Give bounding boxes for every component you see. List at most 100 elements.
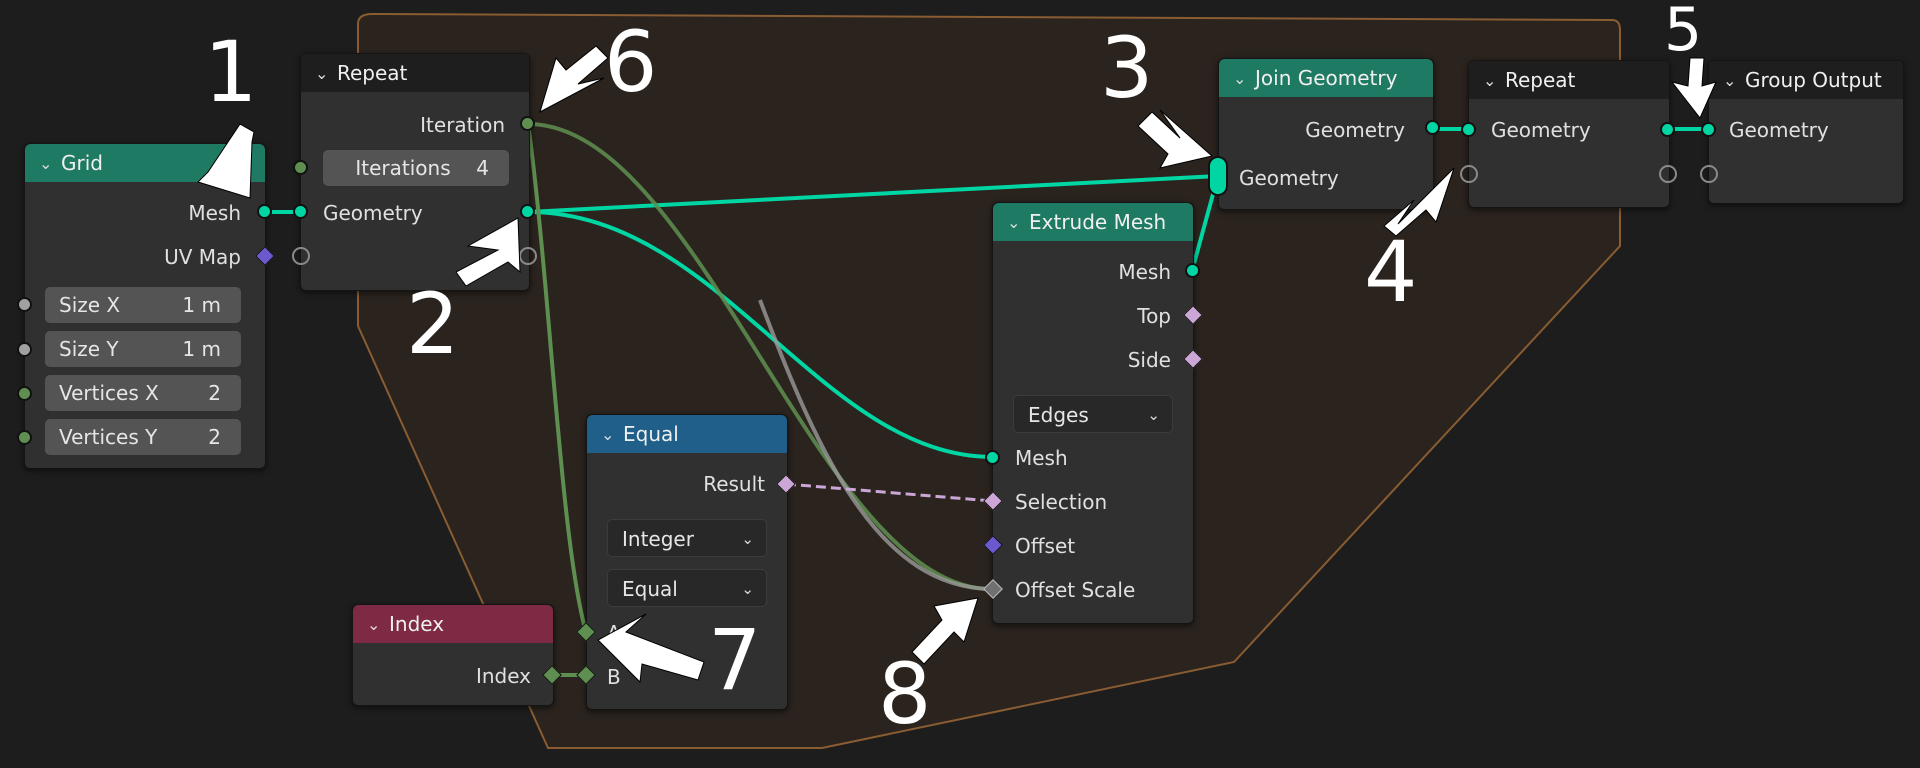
size-x-input-socket[interactable] xyxy=(17,297,32,312)
grid-mesh-output-socket[interactable] xyxy=(257,204,272,219)
chevron-down-icon[interactable]: ⌄ xyxy=(1233,68,1247,88)
link-geometry-extrude xyxy=(527,210,993,459)
size-y-input-socket[interactable] xyxy=(17,342,32,357)
repeat-input-extend-socket[interactable] xyxy=(292,247,310,265)
extrude-mode-value: Edges xyxy=(1028,403,1089,427)
group-output-geometry-input-socket[interactable] xyxy=(1701,122,1716,137)
repeat-output-geometry-label: Geometry xyxy=(1491,118,1591,142)
repeat-input-node[interactable]: ⌄ Repeat Iteration Iterations 4 Geometry xyxy=(300,53,530,291)
group-output-node[interactable]: ⌄ Group Output Geometry xyxy=(1708,60,1904,204)
extrude-mesh-node-title: Extrude Mesh xyxy=(1029,210,1167,234)
vertices-y-input-socket[interactable] xyxy=(17,430,32,445)
size-y-field[interactable]: Size Y 1 m xyxy=(45,331,241,367)
extrude-offset-scale-input-label: Offset Scale xyxy=(1015,578,1136,602)
repeat-output-geometry-output-socket[interactable] xyxy=(1660,122,1675,137)
size-x-field[interactable]: Size X 1 m xyxy=(45,287,241,323)
link-result-selection xyxy=(785,482,993,503)
annotation-1: 1 xyxy=(204,23,258,121)
extrude-side-output-label: Side xyxy=(1127,348,1171,372)
repeat-input-geometry-label: Geometry xyxy=(323,201,423,225)
join-geometry-node-title: Join Geometry xyxy=(1255,66,1398,90)
vertices-x-value: 2 xyxy=(208,381,221,405)
extrude-mode-dropdown[interactable]: Edges ⌄ xyxy=(1013,395,1173,433)
repeat-output-node[interactable]: ⌄ Repeat Geometry xyxy=(1468,60,1670,208)
repeat-output-extend-input-socket[interactable] xyxy=(1460,165,1478,183)
extrude-mesh-node-header[interactable]: ⌄ Extrude Mesh xyxy=(993,203,1193,241)
equal-result-label: Result xyxy=(703,472,765,496)
chevron-down-icon[interactable]: ⌄ xyxy=(1007,212,1021,232)
index-node-title: Index xyxy=(389,612,445,636)
annotation-5: 5 xyxy=(1664,0,1703,65)
iterations-input-socket[interactable] xyxy=(293,160,308,175)
group-output-node-header[interactable]: ⌄ Group Output xyxy=(1709,61,1903,99)
annotation-7: 7 xyxy=(708,611,762,709)
equal-node-header[interactable]: ⌄ Equal xyxy=(587,415,787,453)
chevron-down-icon[interactable]: ⌄ xyxy=(39,153,53,173)
repeat-output-node-header[interactable]: ⌄ Repeat xyxy=(1469,61,1669,99)
join-geometry-input-label: Geometry xyxy=(1239,166,1339,190)
grid-node-title: Grid xyxy=(61,151,103,175)
equal-node-title: Equal xyxy=(623,422,679,446)
join-geometry-node[interactable]: ⌄ Join Geometry Geometry Geometry xyxy=(1218,58,1434,210)
chevron-down-icon[interactable]: ⌄ xyxy=(315,63,329,83)
chevron-down-icon: ⌄ xyxy=(1147,406,1160,424)
index-output-label: Index xyxy=(475,664,531,688)
arrow-8-icon xyxy=(911,597,979,665)
extrude-mesh-output-socket[interactable] xyxy=(1185,263,1200,278)
extrude-top-output-label: Top xyxy=(1137,304,1171,328)
annotation-8: 8 xyxy=(878,645,932,743)
link-iteration-a xyxy=(526,123,588,633)
arrow-7-icon xyxy=(597,613,705,684)
repeat-output-extend-output-socket[interactable] xyxy=(1659,165,1677,183)
vertices-x-label: Vertices X xyxy=(59,381,159,405)
equal-operation-value: Equal xyxy=(622,577,678,601)
extrude-mesh-input-label: Mesh xyxy=(1015,446,1068,470)
vertices-y-label: Vertices Y xyxy=(59,425,158,449)
arrow-3-icon xyxy=(1137,109,1214,169)
repeat-output-node-title: Repeat xyxy=(1505,68,1576,92)
index-node-header[interactable]: ⌄ Index xyxy=(353,605,553,643)
equal-operation-dropdown[interactable]: Equal ⌄ xyxy=(607,569,767,607)
join-geometry-multi-input-socket[interactable] xyxy=(1208,156,1228,196)
annotation-3: 3 xyxy=(1100,19,1154,117)
size-x-value: 1 m xyxy=(182,293,221,317)
join-geometry-node-header[interactable]: ⌄ Join Geometry xyxy=(1219,59,1433,97)
chevron-down-icon: ⌄ xyxy=(741,580,754,598)
join-geometry-output-socket[interactable] xyxy=(1425,120,1440,135)
vertices-x-field[interactable]: Vertices X 2 xyxy=(45,375,241,411)
repeat-input-extend-output-socket[interactable] xyxy=(519,247,537,265)
vertices-x-input-socket[interactable] xyxy=(17,386,32,401)
extrude-mesh-input-socket[interactable] xyxy=(985,450,1000,465)
repeat-input-node-title: Repeat xyxy=(337,61,408,85)
repeat-input-node-header[interactable]: ⌄ Repeat xyxy=(301,54,529,92)
extrude-selection-input-label: Selection xyxy=(1015,490,1108,514)
repeat-output-geometry-input-socket[interactable] xyxy=(1461,122,1476,137)
vertices-y-value: 2 xyxy=(208,425,221,449)
link-geometry-join xyxy=(527,174,1219,214)
repeat-input-geometry-output-socket[interactable] xyxy=(520,204,535,219)
grid-mesh-label: Mesh xyxy=(188,201,241,225)
iterations-value: 4 xyxy=(476,156,489,180)
extrude-offset-input-label: Offset xyxy=(1015,534,1076,558)
equal-data-type-value: Integer xyxy=(622,527,694,551)
index-node[interactable]: ⌄ Index Index xyxy=(352,604,554,706)
annotation-6: 6 xyxy=(604,13,658,111)
iterations-field[interactable]: Iterations 4 xyxy=(323,150,509,186)
chevron-down-icon[interactable]: ⌄ xyxy=(601,424,615,444)
join-geometry-output-label: Geometry xyxy=(1305,118,1405,142)
chevron-down-icon[interactable]: ⌄ xyxy=(1723,70,1737,90)
iteration-output-socket[interactable] xyxy=(520,116,535,131)
iterations-label: Iterations xyxy=(355,156,451,180)
arrow-1-icon xyxy=(197,123,255,199)
extrude-mesh-output-label: Mesh xyxy=(1118,260,1171,284)
repeat-input-geometry-socket[interactable] xyxy=(293,204,308,219)
vertices-y-field[interactable]: Vertices Y 2 xyxy=(45,419,241,455)
annotation-4: 4 xyxy=(1364,223,1418,321)
arrow-5-icon xyxy=(1670,57,1717,119)
extrude-mesh-node[interactable]: ⌄ Extrude Mesh Mesh Top Side Edges ⌄ Mes… xyxy=(992,202,1194,624)
chevron-down-icon[interactable]: ⌄ xyxy=(367,614,381,634)
equal-data-type-dropdown[interactable]: Integer ⌄ xyxy=(607,519,767,557)
group-output-extend-input-socket[interactable] xyxy=(1700,165,1718,183)
chevron-down-icon[interactable]: ⌄ xyxy=(1483,70,1497,90)
grid-node[interactable]: ⌄ Grid Mesh UV Map Size X 1 m Size Y 1 m… xyxy=(24,143,266,469)
